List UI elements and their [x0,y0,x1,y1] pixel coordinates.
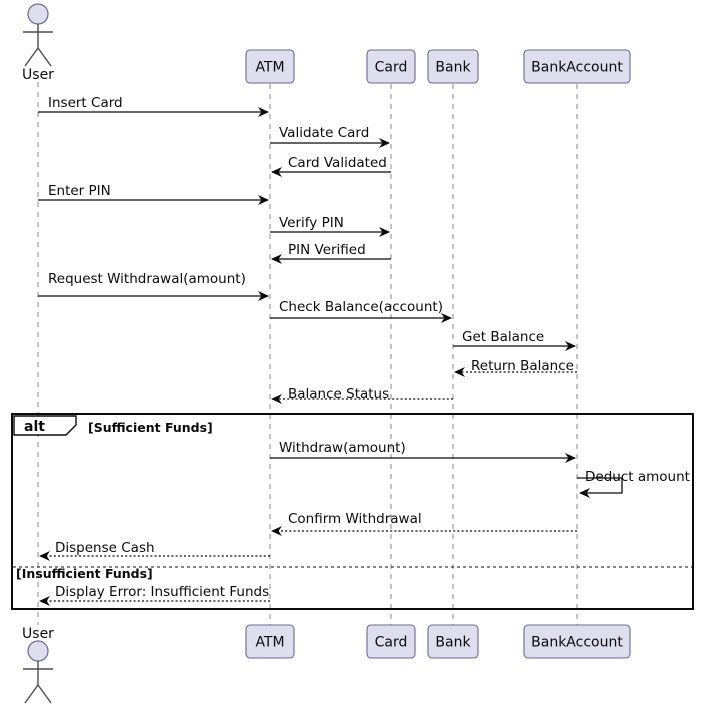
alt-guard-insufficient: [Insufficient Funds] [16,566,153,581]
participant-box-bank-top[interactable] [427,49,479,84]
participant-label-bank-bottom: Bank [435,635,471,651]
actor-left-leg-bottom [24,684,39,704]
actor-user-top[interactable]: User [22,3,54,83]
participants-top: ATM Card Bank BankAccount [245,49,631,84]
alt-fragment-texts: alt [Sufficient Funds] [Insufficient Fun… [16,419,213,581]
actor-user-bottom[interactable]: User [22,626,54,704]
actor-right-leg [37,47,52,67]
alt-guard-sufficient: [Sufficient Funds] [88,420,213,435]
message-label-insert-card: Insert Card [48,95,123,111]
actor-head-icon [27,3,49,25]
participant-label-bankaccount-top: BankAccount [531,60,623,76]
actor-label-user-bottom: User [22,626,54,642]
message-label-card-validated: Card Validated [288,155,387,171]
participant-label-bank-top: Bank [435,60,471,76]
alt-fragment-border [11,413,694,610]
message-label-pin-verified: PIN Verified [288,242,366,258]
lifelines-group [37,82,578,625]
message-label-verify-pin: Verify PIN [279,215,344,231]
participant-label-atm-bottom: ATM [255,635,284,651]
participant-label-atm-top: ATM [255,60,284,76]
message-label-request-withdrawal: Request Withdrawal(amount) [48,271,246,287]
message-label-get-balance: Get Balance [462,329,544,345]
messages-group [38,107,623,606]
actor-label-user-top: User [22,67,54,83]
alt-operator-tab [13,415,77,436]
message-label-dispense-cash: Dispense Cash [55,540,155,556]
message-label-confirm-withdrawal: Confirm Withdrawal [288,511,422,527]
message-label-deduct-amount: Deduct amount [585,469,690,485]
message-label-enter-pin: Enter PIN [48,183,111,199]
message-label-validate-card: Validate Card [279,125,369,141]
message-label-balance-status: Balance Status [288,386,389,402]
message-arrow-deduct-amount-self [577,477,623,498]
participant-box-bank-bottom[interactable] [427,624,479,659]
participant-label-card-bottom: Card [375,635,408,651]
participant-label-bankaccount-bottom: BankAccount [531,635,623,651]
participant-box-card-bottom[interactable] [366,624,416,659]
alt-fragment [11,413,694,610]
message-label-display-error: Display Error: Insufficient Funds [55,584,269,600]
participant-box-atm-bottom[interactable] [245,624,295,659]
participant-box-bankaccount-top[interactable] [523,49,631,84]
message-label-return-balance: Return Balance [471,358,574,374]
actor-head-icon-bottom [27,640,49,662]
actor-left-leg [24,47,39,67]
message-label-withdraw: Withdraw(amount) [279,440,406,456]
participant-label-card-top: Card [375,60,408,76]
participants-bottom: ATM Card Bank BankAccount [245,624,631,659]
message-labels-group: Insert Card Validate Card Card Validated… [48,95,690,600]
actor-right-leg-bottom [37,684,52,704]
message-label-check-balance: Check Balance(account) [279,299,443,315]
alt-operator-label: alt [24,419,45,435]
participant-box-atm-top[interactable] [245,49,295,84]
participant-box-bankaccount-bottom[interactable] [523,624,631,659]
participant-box-card-top[interactable] [366,49,416,84]
